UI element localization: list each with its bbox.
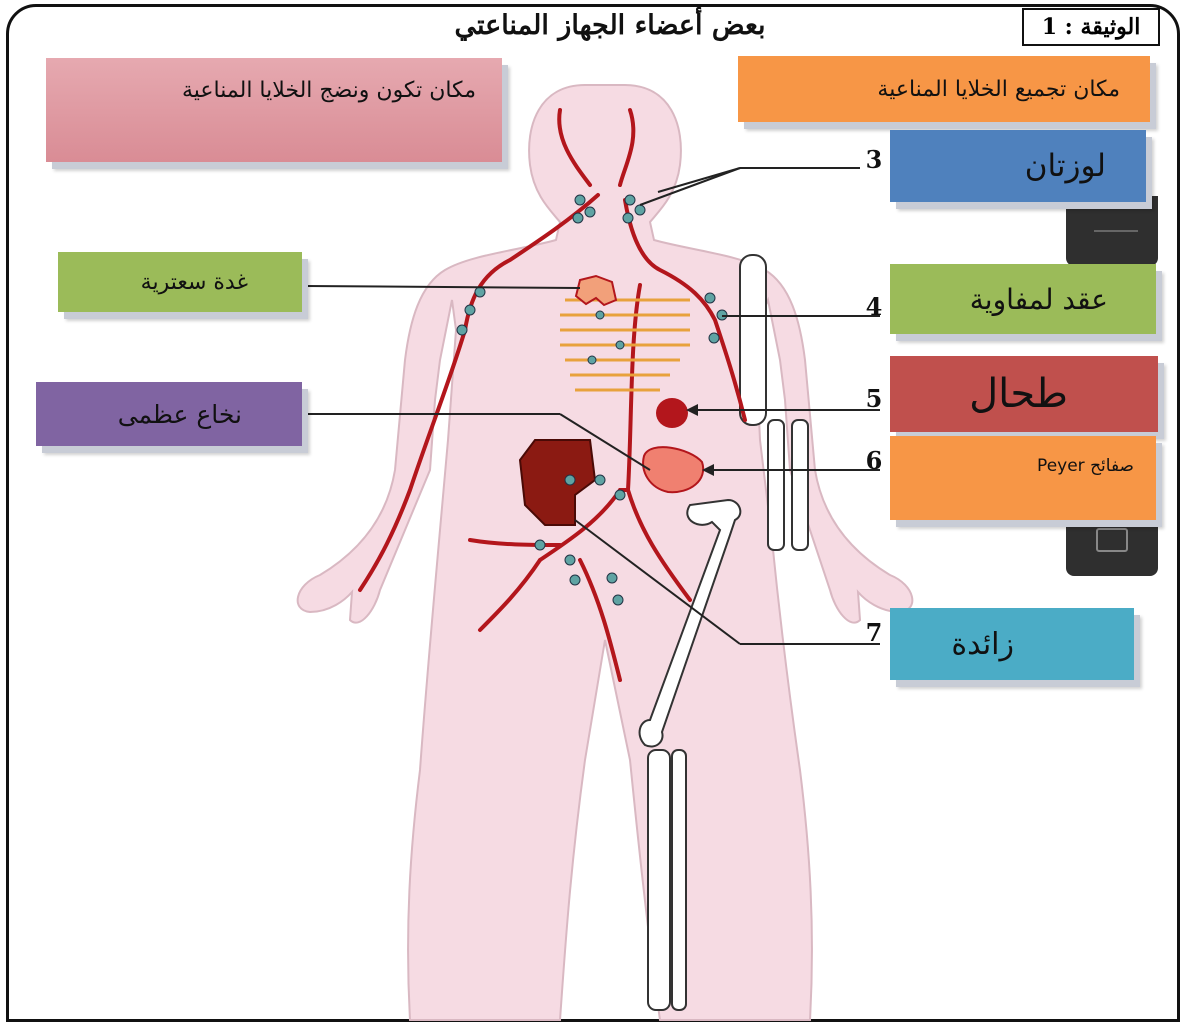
label-thymus: غدة سعترية	[58, 252, 302, 312]
label-spleen: طحال	[890, 356, 1158, 432]
label-lymph-nodes: عقد لمفاوية	[890, 264, 1156, 334]
diagram-title: بعض أعضاء الجهاز المناعتي	[390, 10, 830, 41]
number-5: 5	[860, 384, 888, 413]
spleen-organ	[656, 398, 688, 428]
label-tonsils: لوزتان	[890, 130, 1146, 202]
label-bone-marrow: نخاع عظمى	[36, 382, 302, 446]
number-6: 6	[860, 446, 888, 475]
label-peyer-patches: صفائح Peyer	[890, 436, 1156, 520]
document-label: الوثيقة : 1	[1022, 8, 1160, 46]
label-gathering-site: مكان تجميع الخلايا المناعية	[738, 56, 1150, 122]
body-silhouette	[298, 85, 913, 1020]
number-7: 7	[860, 618, 888, 647]
label-appendix: زائدة	[890, 608, 1134, 680]
label-formation-site: مكان تكون ونضج الخلايا المناعية	[46, 58, 502, 162]
number-4: 4	[860, 292, 888, 321]
number-3: 3	[860, 145, 888, 174]
